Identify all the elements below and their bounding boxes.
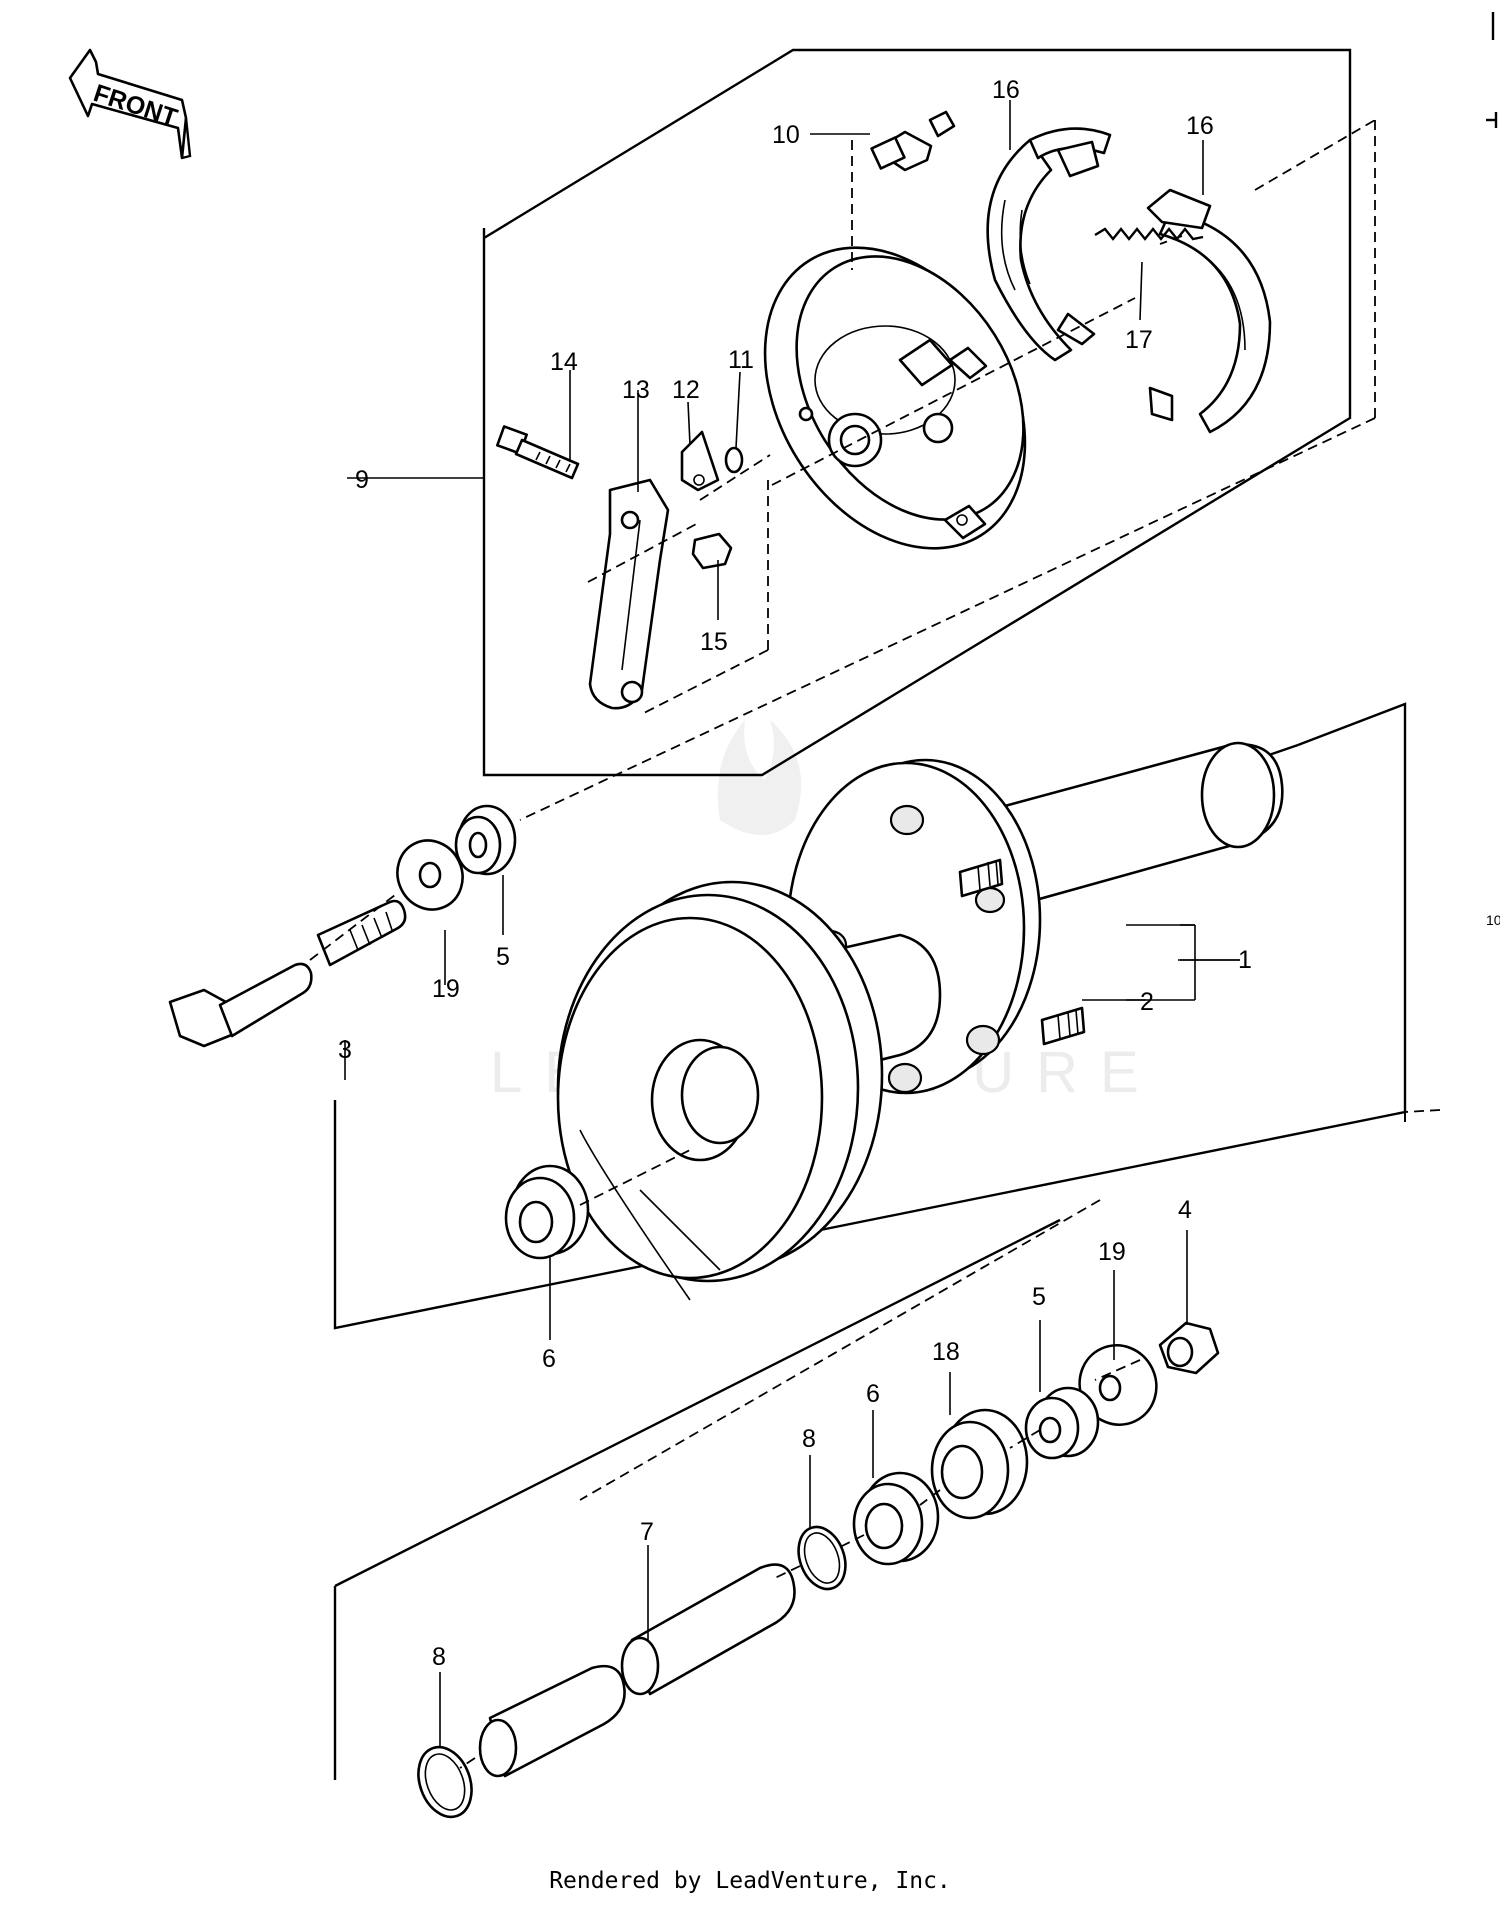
callout-8-right: 8 xyxy=(802,1425,816,1453)
callout-6-upper: 6 xyxy=(542,1345,556,1373)
callout-9: 9 xyxy=(355,466,369,494)
axle xyxy=(168,899,407,1048)
lever-nut xyxy=(691,532,733,570)
distance-collar xyxy=(478,1563,796,1778)
axle-spacer xyxy=(454,804,517,876)
brake-shoe-left xyxy=(986,127,1112,362)
callout-3: 3 xyxy=(338,1036,352,1064)
edge-marker: 10 xyxy=(1486,912,1500,928)
callout-10: 10 xyxy=(772,121,800,149)
callout-11: 11 xyxy=(728,346,754,374)
wheel-bearing xyxy=(852,1471,940,1566)
callout-1: 1 xyxy=(1238,946,1252,974)
callout-5-lower: 5 xyxy=(1032,1283,1046,1311)
brake-shoe-right xyxy=(1146,188,1272,434)
circlip xyxy=(724,446,744,474)
callouts: 1 2 3 4 5 5 6 6 7 8 8 9 10 11 12 13 14 1… xyxy=(338,76,1252,1671)
callout-2: 2 xyxy=(1140,988,1154,1016)
callout-7: 7 xyxy=(640,1518,654,1546)
wheel-hub xyxy=(556,741,1284,1301)
front-arrow-icon: FRONT xyxy=(68,48,192,160)
callout-14: 14 xyxy=(550,348,578,376)
footer-credit: Rendered by LeadVenture, Inc. xyxy=(549,1868,951,1894)
callout-4: 4 xyxy=(1178,1196,1192,1224)
callout-5-upper: 5 xyxy=(496,943,510,971)
alignment-lines xyxy=(309,119,1441,1769)
callout-19-lower: 19 xyxy=(1098,1238,1126,1266)
lever-bolt xyxy=(496,425,580,480)
callout-18: 18 xyxy=(932,1338,960,1366)
axle-nut xyxy=(1158,1321,1220,1375)
callout-19-upper: 19 xyxy=(432,975,460,1003)
brake-cam xyxy=(870,110,956,172)
brake-panel xyxy=(763,246,1027,550)
lower-spacer xyxy=(1024,1386,1100,1460)
callout-16-left: 16 xyxy=(992,76,1020,104)
brake-panel-assembly-frame xyxy=(482,12,1498,777)
leader-lines xyxy=(344,100,1240,1748)
callout-16-right: 16 xyxy=(1186,112,1214,140)
dust-seal xyxy=(930,1408,1029,1520)
callout-15: 15 xyxy=(700,628,728,656)
callout-12: 12 xyxy=(672,376,700,404)
lower-parts-frame xyxy=(333,1218,1061,1780)
callout-6-lower: 6 xyxy=(866,1380,880,1408)
callout-17: 17 xyxy=(1125,326,1153,354)
grease-seal xyxy=(504,1164,590,1260)
callout-13: 13 xyxy=(622,376,650,404)
brake-lever xyxy=(588,478,670,710)
return-spring xyxy=(1094,227,1204,241)
indicator-plate xyxy=(680,430,720,492)
circlip-left xyxy=(417,1745,473,1819)
callout-8-left: 8 xyxy=(432,1643,446,1671)
circlip-right xyxy=(797,1525,847,1591)
